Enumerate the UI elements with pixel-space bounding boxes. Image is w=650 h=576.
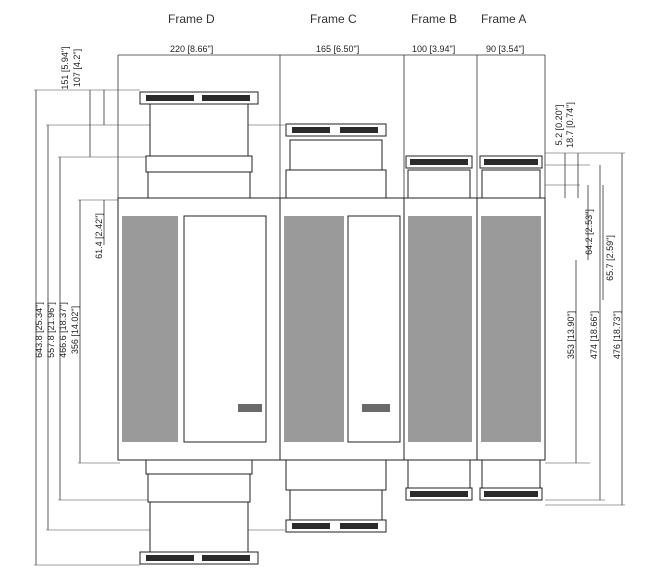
dim-466-6: 466.6 [18.37"] xyxy=(58,302,68,358)
frame-b-drawing xyxy=(403,155,478,501)
frame-d-title: Frame D xyxy=(168,12,215,26)
frame-c-width-label: 165 [6.50"] xyxy=(316,44,359,54)
frame-a-width-label: 90 [3.54"] xyxy=(486,44,524,54)
frame-b-width-label: 100 [3.94"] xyxy=(412,44,455,54)
dim-476: 476 [18.73"] xyxy=(612,311,622,359)
dim-107: 107 [4.2"] xyxy=(72,49,82,87)
frame-a-drawing xyxy=(476,155,546,501)
dim-643-8: 643.8 [25.34"] xyxy=(34,302,44,358)
dim-18-7: 18.7 [0.74"] xyxy=(565,102,575,148)
dim-353: 353 [13.90"] xyxy=(566,311,576,359)
frame-d-width-label: 220 [8.66"] xyxy=(170,44,213,54)
dim-5-2: 5.2 [0.20"] xyxy=(554,105,564,146)
dim-151: 151 [5.94"] xyxy=(60,46,70,89)
frame-b-title: Frame B xyxy=(411,12,457,26)
dim-61-4: 61.4 [2.42"] xyxy=(94,213,104,259)
dim-356: 356 [14.02"] xyxy=(70,306,80,354)
width-dimensions xyxy=(117,54,546,198)
dim-557-8: 557.8 [21.96"] xyxy=(46,302,56,358)
dim-474: 474 [18.66"] xyxy=(589,311,599,359)
dim-65-7: 65.7 [2.59"] xyxy=(605,235,615,281)
frame-a-title: Frame A xyxy=(481,12,526,26)
frame-c-title: Frame C xyxy=(310,12,357,26)
frame-c-drawing xyxy=(279,123,405,533)
right-dimension-lines xyxy=(545,152,625,506)
dim-64-2: 64.2 [2.53"] xyxy=(584,209,594,255)
frame-d-drawing xyxy=(117,91,281,565)
